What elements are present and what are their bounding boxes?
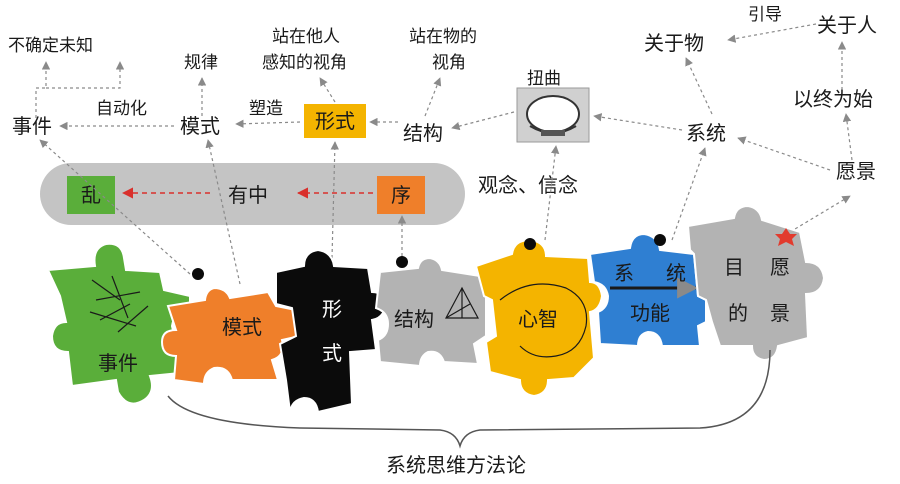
object-perspective-label-2: 视角 xyxy=(432,53,466,73)
star-icon xyxy=(775,228,797,246)
puzzle-event-label: 事件 xyxy=(98,351,138,375)
system-label: 系统 xyxy=(686,121,726,145)
others-perspective-label-1: 站在他人 xyxy=(272,27,340,47)
puzzle-mind-label: 心智 xyxy=(518,307,558,331)
network-icon xyxy=(445,286,479,319)
bottom-brace xyxy=(167,349,771,449)
puzzle-vision-label-1: 目 xyxy=(724,255,744,279)
order-box xyxy=(377,176,425,214)
puzzle-vision-label-3: 的 xyxy=(728,301,748,325)
begin-with-end-label: 以终为始 xyxy=(793,87,873,111)
structure-label: 结构 xyxy=(403,121,443,145)
distortion-label: 扭曲 xyxy=(527,69,561,89)
puzzle-sys-label-2: 统 xyxy=(666,261,686,285)
guide-label: 引导 xyxy=(748,5,782,25)
pattern-label: 模式 xyxy=(180,114,220,138)
globe-icon xyxy=(526,95,580,136)
connector-lines xyxy=(35,23,853,285)
automation-label: 自动化 xyxy=(96,99,147,119)
puzzle-function-label: 功能 xyxy=(630,301,670,325)
puzzle-form-label-1: 形 xyxy=(322,297,342,321)
puzzle-piece-event: 事件 xyxy=(46,242,191,405)
puzzle-piece-structure: 结构 xyxy=(374,256,487,368)
dot-marker xyxy=(524,238,536,250)
uncertain-label: 不确定未知 xyxy=(8,36,93,56)
puzzle-vision-label-4: 景 xyxy=(770,301,790,325)
puzzle-pattern-label: 模式 xyxy=(222,315,262,339)
order-label: 序 xyxy=(391,183,411,207)
object-perspective-label-1: 站在物的 xyxy=(409,27,477,47)
puzzle-sys-label-1: 系 xyxy=(614,261,634,285)
in-between-label: 有中 xyxy=(228,183,268,207)
form-box xyxy=(304,104,366,138)
chaos-label: 乱 xyxy=(81,183,101,207)
beliefs-label: 观念、信念 xyxy=(478,173,578,197)
about-object-label: 关于物 xyxy=(644,31,704,55)
shape-label: 塑造 xyxy=(249,99,283,119)
chaos-order-band xyxy=(40,163,465,225)
dot-marker xyxy=(654,234,666,246)
law-label: 规律 xyxy=(184,53,218,73)
dot-marker xyxy=(396,256,408,268)
puzzle-piece-mind: 心智 xyxy=(474,238,604,398)
others-perspective-label-2: 感知的视角 xyxy=(262,53,347,73)
puzzle-piece-vision: 目 愿 的 景 xyxy=(686,204,826,362)
puzzle-form-label-2: 式 xyxy=(322,341,342,365)
puzzle-piece-system-function: 系 统 功能 xyxy=(588,232,707,348)
dot-marker xyxy=(192,268,204,280)
vision-label: 愿景 xyxy=(836,159,876,183)
form-label: 形式 xyxy=(315,109,355,133)
footer-title: 系统思维方法论 xyxy=(386,453,526,477)
chaos-box xyxy=(67,176,115,214)
puzzle-structure-label: 结构 xyxy=(394,307,434,331)
puzzle-piece-pattern: 模式 xyxy=(160,286,302,386)
puzzle-vision-label-2: 愿 xyxy=(770,255,790,279)
event-label: 事件 xyxy=(12,114,52,138)
about-person-label: 关于人 xyxy=(817,13,877,37)
